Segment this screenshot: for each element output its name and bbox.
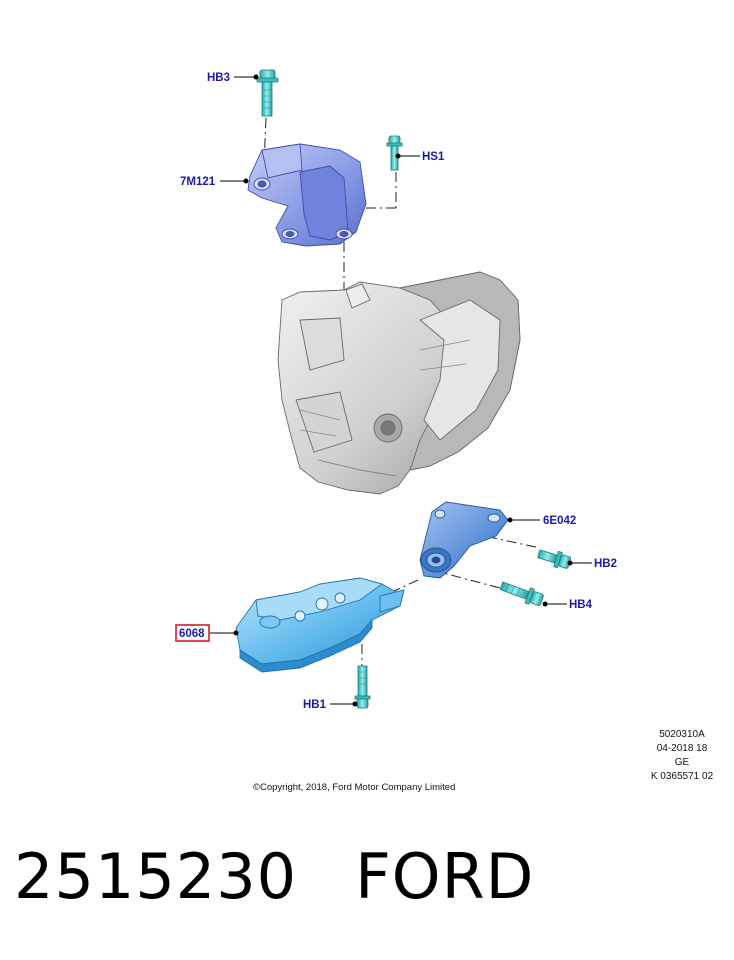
callout-hb4: HB4 [569, 599, 593, 611]
callout-6e042: 6E042 [543, 515, 576, 527]
exploded-parts-diagram: HB3 HS1 7M121 6E042 HB2 HB4 6068 HB1 [175, 69, 617, 711]
callout-6068: 6068 [179, 628, 205, 640]
lower-mount [235, 577, 405, 673]
hb3-bolt [256, 69, 279, 117]
part-number: 2515230 [14, 840, 298, 913]
drawing-reference-block: 5020310A 04-2018 18 GE K 0365571 02 [642, 728, 722, 784]
callout-hb1: HB1 [303, 699, 327, 711]
copyright-notice: ©Copyright, 2018, Ford Motor Company Lim… [253, 782, 456, 793]
callout-hs1: HS1 [422, 151, 445, 163]
callout-hb3: HB3 [207, 72, 230, 84]
callout-7m121: 7M121 [180, 176, 216, 188]
drawing-ref-line-2: 04-2018 18 [656, 743, 708, 754]
footer-caption: 2515230 FORD [14, 840, 534, 913]
drawing-ref-line-3: GE [674, 757, 690, 768]
hb2-bolt [537, 549, 572, 569]
drawing-ref-line-4: K 0365571 02 [650, 771, 714, 782]
callout-hb2: HB2 [594, 558, 617, 570]
hb4-bolt [499, 581, 544, 606]
drawing-ref-line-1: 5020310A [659, 729, 705, 740]
hb1-bolt [354, 665, 371, 709]
leader-lines [210, 74, 592, 707]
brand-name: FORD [355, 840, 535, 913]
hs1-stud [386, 135, 403, 171]
transmission-case [277, 271, 521, 495]
transmission-bracket [419, 501, 509, 579]
highlight-box [175, 624, 210, 642]
upper-engine-mount [247, 143, 367, 247]
